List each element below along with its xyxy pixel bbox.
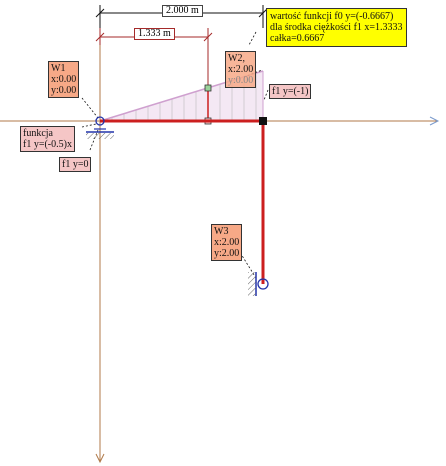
- node-name: W2,: [228, 53, 245, 64]
- load-function-formula: f1 y=(-0.5)x: [23, 139, 72, 150]
- load-function-label[interactable]: funkcja f1 y=(-0.5)x: [20, 126, 75, 152]
- node-x: x:0.00: [51, 74, 77, 85]
- info-integral: całka=0.6667: [270, 33, 325, 44]
- info-centroid: dla środka ciężkości f1 x=1.3333: [270, 22, 403, 33]
- node-x: x:2.00: [214, 237, 240, 248]
- centroid-info-box[interactable]: wartość funkcji f0 y=(-0.6667) dla środk…: [266, 8, 407, 47]
- load-start-value-label[interactable]: f1 y=0: [59, 157, 92, 172]
- node-name: W1: [51, 63, 66, 74]
- node-x: x:2.00: [228, 64, 254, 75]
- node-label-w2[interactable]: W2, x:2.00 y:0.00: [225, 51, 257, 88]
- roller-support-w3[interactable]: [248, 272, 269, 296]
- dimension-total-label: 2.000 m: [162, 5, 203, 17]
- node-y: y:0.00: [51, 85, 77, 96]
- load-function-title: funkcja: [23, 128, 53, 139]
- node-y: y:2.00: [214, 248, 240, 259]
- node-y: y:0.00: [228, 75, 254, 86]
- node-label-w1[interactable]: W1 x:0.00 y:0.00: [48, 61, 80, 98]
- node-name: W3: [214, 226, 229, 237]
- load-end-value-label[interactable]: f1 y=(-1): [269, 84, 312, 99]
- node-label-w3[interactable]: W3 x:2.00 y:2.00: [211, 224, 243, 261]
- pin-support-w1[interactable]: [86, 116, 114, 139]
- dimension-partial-label: 1.333 m: [134, 28, 175, 40]
- info-function-value: wartość funkcji f0 y=(-0.6667): [270, 11, 394, 22]
- node-w2-joint[interactable]: [259, 117, 267, 125]
